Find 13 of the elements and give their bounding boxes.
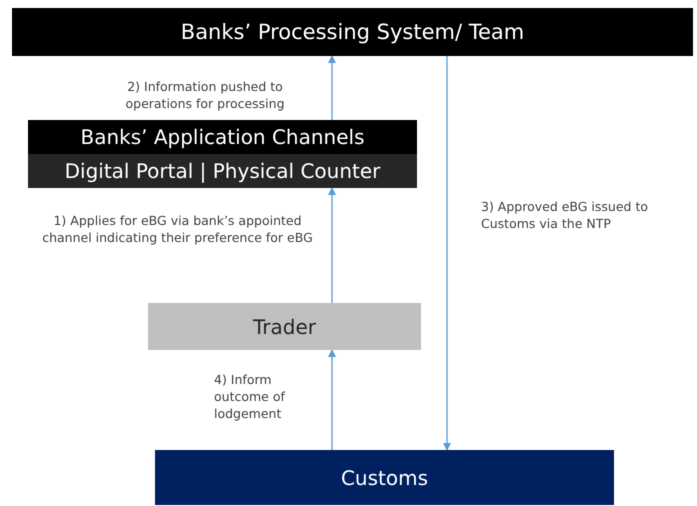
node-subtitle: Digital Portal | Physical Counter [64, 159, 380, 183]
channel-box [28, 120, 417, 188]
process-box [12, 8, 693, 56]
node-title: Banks’ Processing System/ Team [180, 20, 524, 44]
node-title: Trader [253, 314, 316, 338]
node-title: Customs [340, 466, 428, 490]
arrow [328, 55, 336, 120]
arrow [443, 56, 451, 451]
arrow [328, 349, 336, 450]
arrow [328, 187, 336, 303]
trader-box [148, 303, 421, 350]
node-title: Banks’ Application Channels [80, 125, 364, 149]
customs-box [155, 450, 614, 505]
